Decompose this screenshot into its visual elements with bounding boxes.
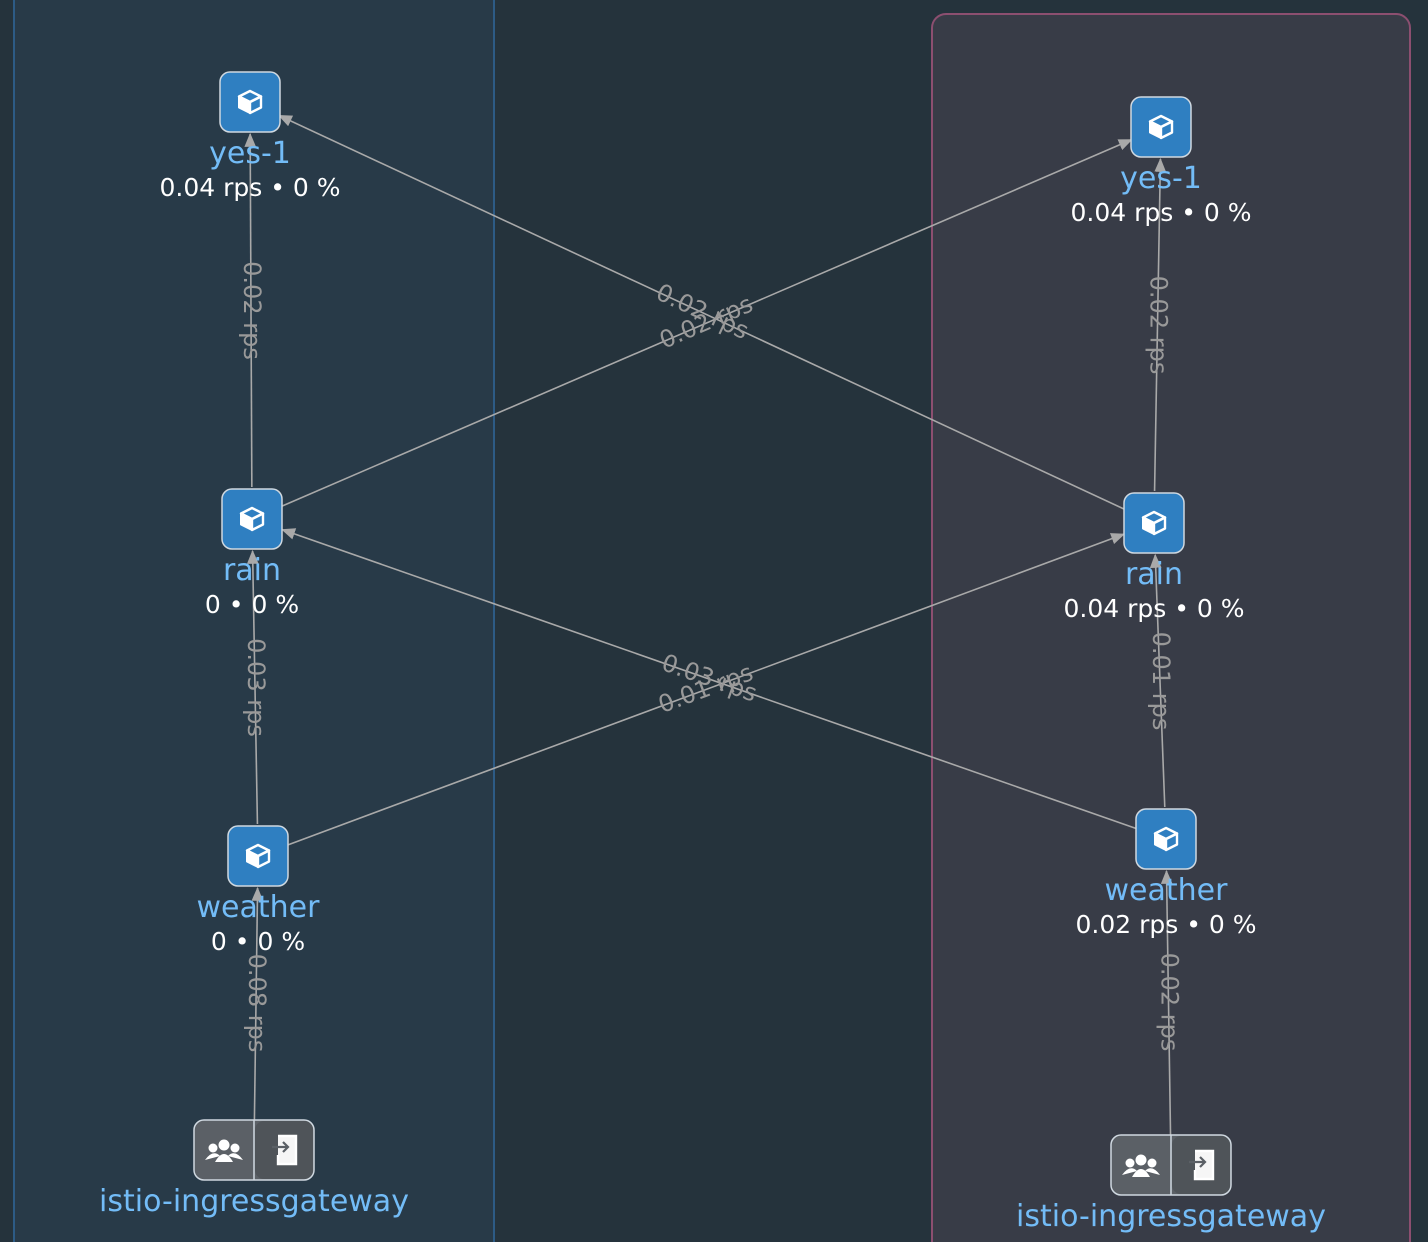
node-name[interactable]: istio-ingressgateway: [1016, 1199, 1326, 1234]
edge-rain_right-yes1_left[interactable]: [277, 114, 1126, 511]
edge-weather_left-rain_left[interactable]: [246, 549, 259, 825]
entry-icon: [272, 1134, 298, 1166]
node-name[interactable]: weather: [1105, 873, 1229, 908]
node-yes1_right[interactable]: yes-10.04 rps • 0 %: [1070, 96, 1252, 227]
cube-icon: [1141, 510, 1167, 536]
edge-label: 0.01 rps: [1147, 632, 1175, 731]
edge-weather_right-rain_right[interactable]: [1149, 553, 1166, 808]
edge-label: 0.03 rps: [242, 638, 270, 737]
edge-label: 0.08 rps: [243, 954, 271, 1053]
node-name[interactable]: rain: [1125, 557, 1183, 592]
edge-weather_left-rain_right[interactable]: [287, 533, 1126, 846]
users-icon: [205, 1139, 243, 1162]
entry-icon: [1189, 1149, 1215, 1181]
edge-rain_left-yes1_left[interactable]: [244, 132, 257, 488]
edge-gw_left-weather_left[interactable]: [251, 886, 264, 1121]
cube-icon: [239, 506, 265, 532]
node-name[interactable]: yes-1: [209, 136, 291, 171]
node-name[interactable]: rain: [223, 553, 281, 588]
edge-label: 0.02 rps: [1156, 953, 1184, 1052]
node-metric: 0.02 rps • 0 %: [1075, 910, 1256, 939]
node-gw_right[interactable]: istio-ingressgateway: [1016, 1134, 1326, 1234]
edge-rain_right-yes1_right[interactable]: [1153, 157, 1167, 492]
cube-icon: [1153, 826, 1179, 852]
edge-label: 0.02 rps: [1145, 276, 1173, 375]
node-metric: 0 • 0 %: [211, 927, 305, 956]
edge-gw_right-weather_right[interactable]: [1160, 869, 1173, 1136]
cube-icon: [237, 89, 263, 115]
node-name[interactable]: weather: [197, 890, 321, 925]
node-name[interactable]: yes-1: [1120, 161, 1202, 196]
cube-icon: [1148, 114, 1174, 140]
node-metric: 0 • 0 %: [205, 590, 299, 619]
cluster-box-right: [931, 13, 1411, 1242]
edge-weather_right-rain_left[interactable]: [281, 528, 1137, 830]
edge-label: 0.02 rps: [238, 261, 266, 360]
users-icon: [1122, 1154, 1160, 1177]
edge-rain_left-yes1_right[interactable]: [281, 138, 1133, 508]
node-yes1_left[interactable]: yes-10.04 rps • 0 %: [159, 71, 341, 202]
node-metric: 0.04 rps • 0 %: [1070, 198, 1251, 227]
node-metric: 0.04 rps • 0 %: [1063, 594, 1244, 623]
node-metric: 0.04 rps • 0 %: [159, 173, 340, 202]
node-name[interactable]: istio-ingressgateway: [99, 1184, 409, 1219]
cube-icon: [245, 843, 271, 869]
node-gw_left[interactable]: istio-ingressgateway: [99, 1119, 409, 1219]
